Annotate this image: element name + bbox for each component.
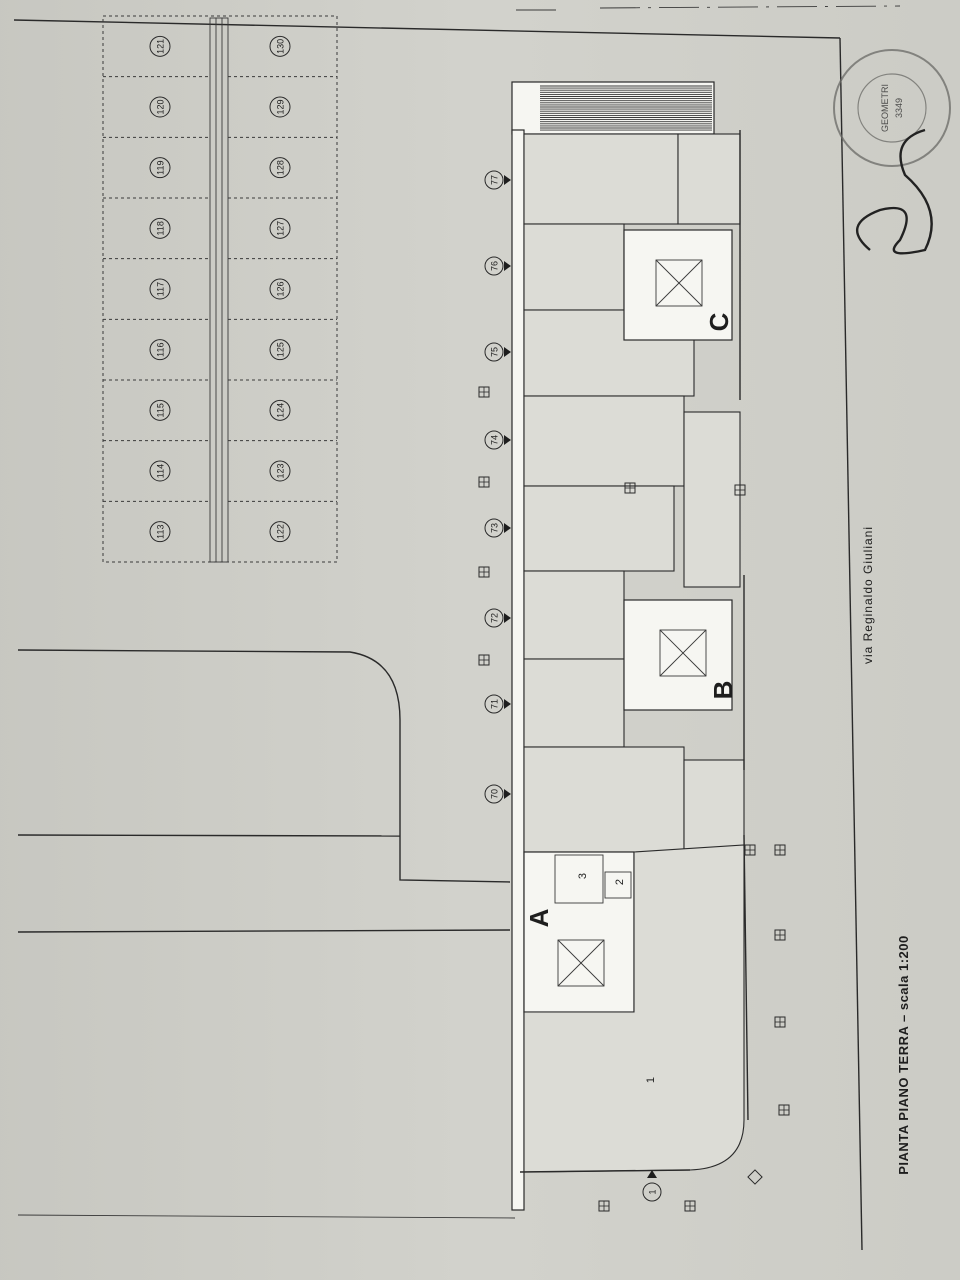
block-label-c: C [704,312,734,331]
parking-space-top: 121 [156,39,166,54]
entrance-marker-label: 75 [490,347,500,357]
entrance-arrow-icon [647,1170,657,1178]
parking-space-bottom-circle [269,521,291,543]
entrance-marker-label: 71 [490,699,500,709]
entrance-marker-circle [484,430,504,450]
parking-space-bottom-circle [269,217,291,239]
parking-space-bottom-circle [269,278,291,300]
entrance-marker-circle [642,1182,662,1202]
entrance-marker-circle [484,784,504,804]
svg-text:GEOMETRI: GEOMETRI [880,84,890,132]
parking-space-top: 117 [156,282,166,296]
entrance-arrow-icon [504,523,511,533]
parking-space-bottom-circle [269,157,291,179]
block-label-b: B [708,681,738,700]
site-outline [17,649,516,1219]
parking-space-bottom: 124 [276,403,286,418]
building [511,81,749,1211]
parking-space-top: 118 [156,221,166,235]
room-label-1: 1 [645,1077,657,1083]
parking-space-top: 115 [156,403,166,417]
parking-space-top-circle [149,278,171,300]
parking-space-bottom-circle [269,96,291,118]
parking-space-top-circle [149,399,171,421]
entrance-marker-label: 74 [490,435,500,445]
survey-point-symbol [747,1169,763,1185]
entrance-arrow-icon [504,435,511,445]
parking-space-bottom-circle [269,399,291,421]
entrance-marker-label: 1 [648,1189,658,1194]
entrance-marker-circle [484,170,504,190]
block-label-a: A [524,908,554,927]
room-label-2: 2 [614,879,626,885]
svg-text:3349: 3349 [894,98,904,118]
parking-space-bottom-circle [269,460,291,482]
parking-space-bottom: 129 [276,99,286,114]
entrance-marker-circle [484,342,504,362]
parking-space-top-circle [149,521,171,543]
entrance-arrow-icon [504,261,511,271]
parking-space-top: 116 [156,342,166,356]
entrance-markers: 1 70 71 72 73 74 75 76 77 [484,170,662,1202]
entrance-marker-circle [484,608,504,628]
parking-space-top: 119 [156,160,166,174]
entrance-marker-circle [484,256,504,276]
parking-space-bottom: 126 [276,281,286,296]
parking-space-top-circle [149,339,171,361]
room-label-3: 3 [577,873,589,879]
parking-space-top-circle [149,96,171,118]
parking-space-top-circle [149,157,171,179]
parking-space-bottom: 127 [276,221,286,236]
entrance-marker-label: 77 [490,175,500,185]
entrance-arrow-icon [504,789,511,799]
street-name: via Reginaldo Giuliani [861,526,875,664]
room-labels: 1 2 3 [577,873,657,1083]
entrance-arrow-icon [504,175,511,185]
signature [855,128,933,255]
surveyor-stamp: GEOMETRI 3349 [833,49,951,167]
sheet-border [13,5,901,1251]
parking-space-top-circle [149,460,171,482]
parking-space-top: 120 [156,99,166,114]
parking-space-bottom-circle [269,35,291,57]
entrance-arrow-icon [504,347,511,357]
parking-space-top: 113 [156,524,166,538]
parking-space-bottom: 123 [276,463,286,478]
entrance-marker-label: 76 [490,261,500,271]
parking-space-bottom: 130 [276,39,286,54]
entrance-marker-label: 70 [490,789,500,799]
entrance-marker-circle [484,518,504,538]
column-symbols [478,386,790,1212]
entrance-marker-circle [484,694,504,714]
sheet-title: PIANTA PIANO TERRA – scala 1:200 [896,935,911,1174]
parking-space-bottom: 128 [276,160,286,175]
parking-space-bottom-circle [269,339,291,361]
parking-space-top-circle [149,35,171,57]
parking-space-top-circle [149,217,171,239]
block-labels: A B C [524,312,738,927]
entrance-marker-label: 72 [490,613,500,623]
parking-space-bottom: 122 [276,524,286,539]
entrance-marker-label: 73 [490,523,500,533]
parking-space-top: 114 [156,464,166,478]
entrance-arrow-icon [504,699,511,709]
parking-area: 121 120 119 118 117 116 115 114 113 130 129 128 127 1… [102,15,338,563]
parking-space-bottom: 125 [276,342,286,357]
entrance-arrow-icon [504,613,511,623]
